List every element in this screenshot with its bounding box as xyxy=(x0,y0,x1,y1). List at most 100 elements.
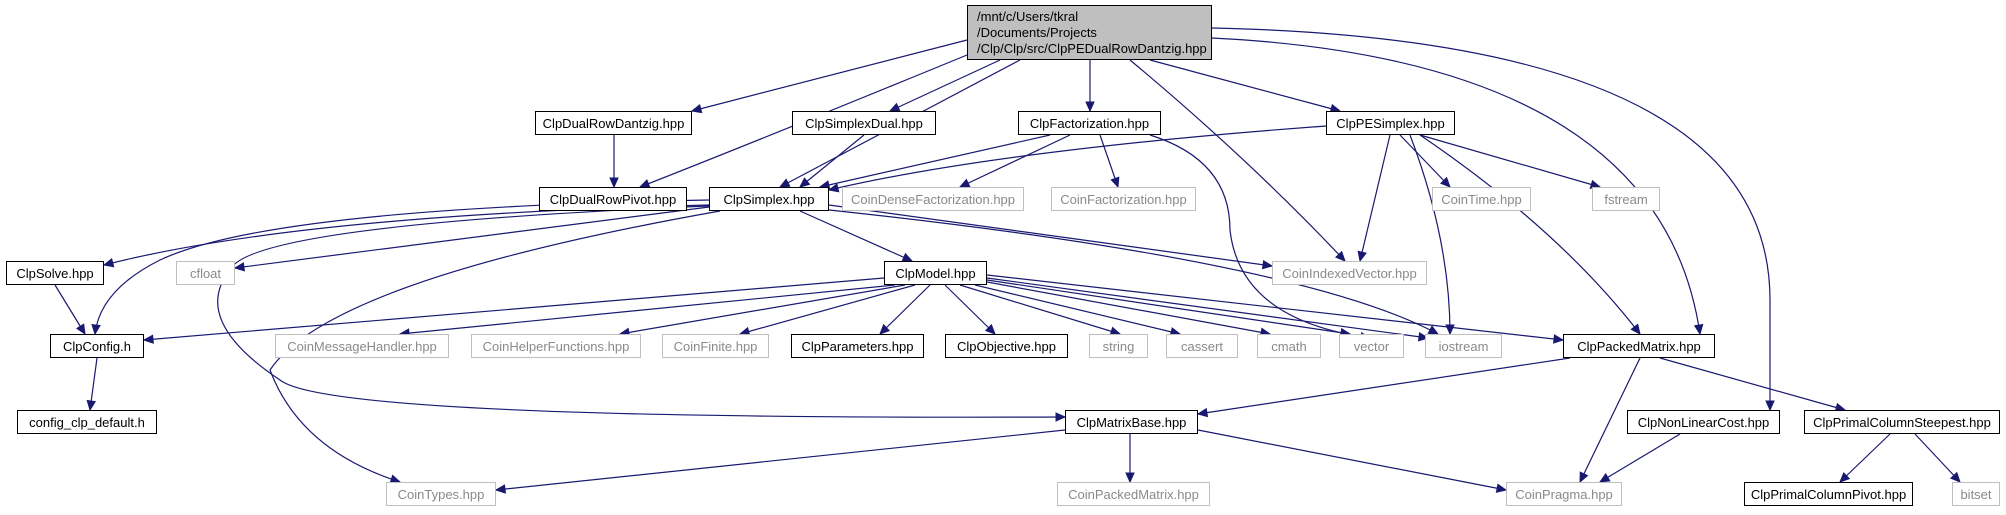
node-clpnonlinearcost[interactable]: ClpNonLinearCost.hpp xyxy=(1627,410,1780,434)
dependency-edge xyxy=(1419,134,1641,335)
node-coinindexedvector[interactable]: CoinIndexedVector.hpp xyxy=(1272,261,1427,285)
dependency-edge xyxy=(619,284,906,335)
edge-arrowhead xyxy=(1055,412,1067,422)
edge-arrowhead xyxy=(778,178,791,188)
dependency-edge xyxy=(1211,37,1701,335)
dependency-edge xyxy=(959,284,1121,335)
dependency-edge xyxy=(986,279,1351,335)
edge-arrowhead xyxy=(1085,101,1095,113)
node-coinfinite[interactable]: CoinFinite.hpp xyxy=(662,334,769,358)
edge-arrowhead xyxy=(1579,471,1589,484)
node-coinpragma[interactable]: CoinPragma.hpp xyxy=(1506,482,1622,506)
dependency-edge xyxy=(143,277,885,341)
node-coinmessagehandler[interactable]: CoinMessageHandler.hpp xyxy=(275,334,449,358)
node-bitset[interactable]: bitset xyxy=(1952,482,2000,506)
dependency-edge xyxy=(1399,134,1451,188)
node-clpconfig[interactable]: ClpConfig.h xyxy=(50,334,144,358)
edge-arrowhead xyxy=(1839,472,1851,483)
edge-arrowhead xyxy=(799,177,811,188)
dependency-edge xyxy=(1839,433,1891,483)
root-line-3: /Clp/Clp/src/ClpPEDualRowDantzig.hpp xyxy=(977,40,1207,56)
edge-arrowhead xyxy=(1125,472,1135,484)
dependency-edge xyxy=(234,206,710,269)
node-root-clppedualrowdantzig[interactable]: /mnt/c/Users/tkral /Documents/Projects /… xyxy=(967,5,1212,60)
node-clpmodel[interactable]: ClpModel.hpp xyxy=(884,261,987,285)
root-line-1: /mnt/c/Users/tkral xyxy=(977,8,1079,24)
dependency-edge xyxy=(828,125,1327,191)
edge-arrowhead xyxy=(1417,331,1430,342)
node-config-clp-default[interactable]: config_clp_default.h xyxy=(17,410,157,434)
edge-arrowhead xyxy=(901,252,914,262)
node-vector[interactable]: vector xyxy=(1339,334,1404,358)
node-clpdualrowdantzig[interactable]: ClpDualRowDantzig.hpp xyxy=(535,111,692,135)
node-clpmatrixbase[interactable]: ClpMatrixBase.hpp xyxy=(1065,410,1198,434)
node-clpsimplexdual[interactable]: ClpSimplexDual.hpp xyxy=(792,111,936,135)
edge-arrowhead xyxy=(827,183,840,193)
node-coinpackedmatrix[interactable]: CoinPackedMatrix.hpp xyxy=(1057,482,1210,506)
node-coinfactorization[interactable]: CoinFactorization.hpp xyxy=(1051,187,1196,211)
node-string[interactable]: string xyxy=(1089,334,1148,358)
edge-arrowhead xyxy=(984,323,996,335)
edge-arrowhead xyxy=(1110,176,1120,189)
dependency-edge xyxy=(94,199,710,335)
node-coindensefactorization[interactable]: CoinDenseFactorization.hpp xyxy=(842,187,1024,211)
edge-arrowhead xyxy=(1495,483,1508,493)
node-clpparameters[interactable]: ClpParameters.hpp xyxy=(791,334,924,358)
node-cmath[interactable]: cmath xyxy=(1257,334,1321,358)
edge-arrowhead xyxy=(1765,400,1775,412)
node-clppesimplex[interactable]: ClpPESimplex.hpp xyxy=(1326,111,1455,135)
node-iostream[interactable]: iostream xyxy=(1425,334,1502,358)
node-clpdualrowpivot[interactable]: ClpDualRowPivot.hpp xyxy=(539,187,687,211)
dependency-edge xyxy=(879,284,931,335)
node-clpfactorization[interactable]: ClpFactorization.hpp xyxy=(1018,111,1161,135)
dependency-edge xyxy=(399,284,896,335)
edge-arrowhead xyxy=(233,262,245,272)
dependency-edge xyxy=(959,134,1071,188)
edge-arrowhead xyxy=(1693,323,1704,336)
node-clpsolve[interactable]: ClpSolve.hpp xyxy=(6,261,104,285)
edge-arrowhead xyxy=(888,102,901,112)
dependency-edge xyxy=(828,209,1439,335)
node-coinhelperfunctions[interactable]: CoinHelperFunctions.hpp xyxy=(471,334,641,358)
node-cointypes[interactable]: CoinTypes.hpp xyxy=(386,482,496,506)
edge-arrowhead xyxy=(1598,472,1611,483)
dependency-edge xyxy=(974,284,1181,335)
node-clppackedmatrix[interactable]: ClpPackedMatrix.hpp xyxy=(1563,334,1715,358)
edge-arrowhead xyxy=(102,258,115,268)
node-cfloat[interactable]: cfloat xyxy=(176,261,235,285)
dependency-edge xyxy=(691,39,968,112)
edge-arrowhead xyxy=(690,104,703,114)
node-clpobjective[interactable]: ClpObjective.hpp xyxy=(945,334,1068,358)
edge-arrowhead xyxy=(86,399,97,412)
dependency-edge xyxy=(799,134,865,188)
node-clpprimalcolumnsteepest[interactable]: ClpPrimalColumnSteepest.hpp xyxy=(1804,410,2000,434)
edge-arrowhead xyxy=(1427,325,1440,335)
edge-arrowhead xyxy=(91,324,101,336)
edge-arrowhead xyxy=(1334,250,1346,262)
dependency-edge xyxy=(54,284,86,335)
node-fstream[interactable]: fstream xyxy=(1592,187,1660,211)
dependency-edge xyxy=(1419,134,1601,188)
node-clpsimplex[interactable]: ClpSimplex.hpp xyxy=(709,187,829,211)
edge-arrowhead xyxy=(75,323,86,336)
dependency-edge xyxy=(1197,357,1571,415)
dependency-edge xyxy=(828,204,1273,267)
dependency-edge xyxy=(1914,433,1961,483)
dependency-edge xyxy=(1129,59,1346,262)
node-cointime[interactable]: CoinTime.hpp xyxy=(1432,187,1531,211)
edge-arrowhead xyxy=(1553,334,1565,344)
dependency-edge xyxy=(1599,433,1681,483)
dependency-edge xyxy=(1659,357,1846,411)
edge-arrowhead xyxy=(1630,323,1641,335)
node-clpprimalcolumnpivot[interactable]: ClpPrimalColumnPivot.hpp xyxy=(1744,482,1913,506)
node-cassert[interactable]: cassert xyxy=(1166,334,1238,358)
edge-arrowhead xyxy=(1949,471,1961,483)
edge-arrowhead xyxy=(1196,407,1209,418)
dependency-edge xyxy=(986,281,1271,335)
dependency-edge xyxy=(639,54,968,188)
edge-arrowhead xyxy=(1357,250,1367,263)
root-line-2: /Documents/Projects xyxy=(977,24,1097,40)
dependency-edge xyxy=(1579,357,1641,483)
